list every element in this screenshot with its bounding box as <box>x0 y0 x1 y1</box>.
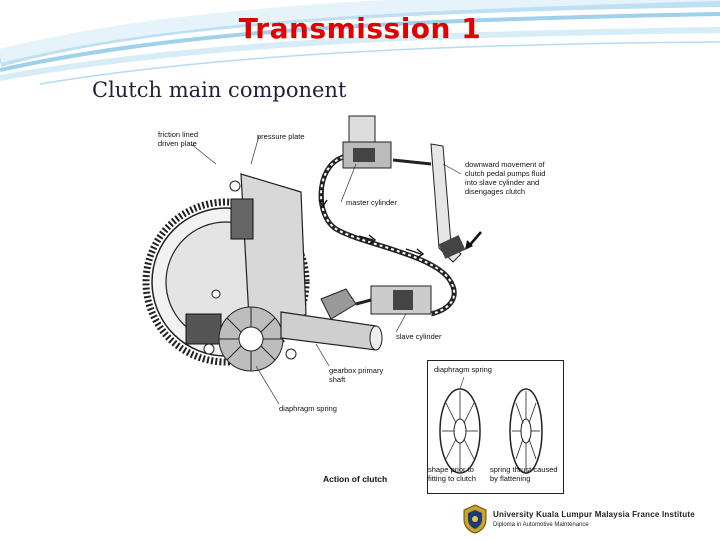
inset-spring-illustration <box>439 376 543 474</box>
label-inset-diaphragm-spring: diaphragm spring <box>434 365 492 374</box>
footer-institute: University Kuala Lumpur Malaysia France … <box>493 510 695 519</box>
label-action-of-clutch: Action of clutch <box>323 474 388 484</box>
label-friction-lined-driven-plate: friction lined driven plate <box>158 130 199 148</box>
label-shape-prior: shape prior to fitting to clutch <box>428 465 476 483</box>
clutch-illustration <box>142 115 482 405</box>
label-diaphragm-spring: diaphragm spring <box>279 404 337 413</box>
slide-title: Transmission 1 <box>238 12 482 45</box>
label-pressure-plate: pressure plate <box>257 132 305 141</box>
header-swoosh-decoration <box>0 0 720 85</box>
institute-logo <box>463 504 487 534</box>
footer-program: Diploma in Automotive Maintenance <box>493 522 589 528</box>
label-master-cylinder: master cylinder <box>346 198 397 207</box>
label-spring-thrust: spring thrust caused by flattening <box>490 465 558 483</box>
action-of-clutch-inset: diaphragm spring shape prior to fitting … <box>427 360 564 494</box>
label-slave-cylinder: slave cylinder <box>396 332 442 341</box>
label-pedal-note: downward movement of clutch pedal pumps … <box>465 160 546 196</box>
label-gearbox-primary-shaft: gearbox primary shaft <box>329 366 384 384</box>
slide-subtitle: Clutch main component <box>92 78 347 102</box>
clutch-diagram: friction lined driven plate pressure pla… <box>131 104 578 497</box>
